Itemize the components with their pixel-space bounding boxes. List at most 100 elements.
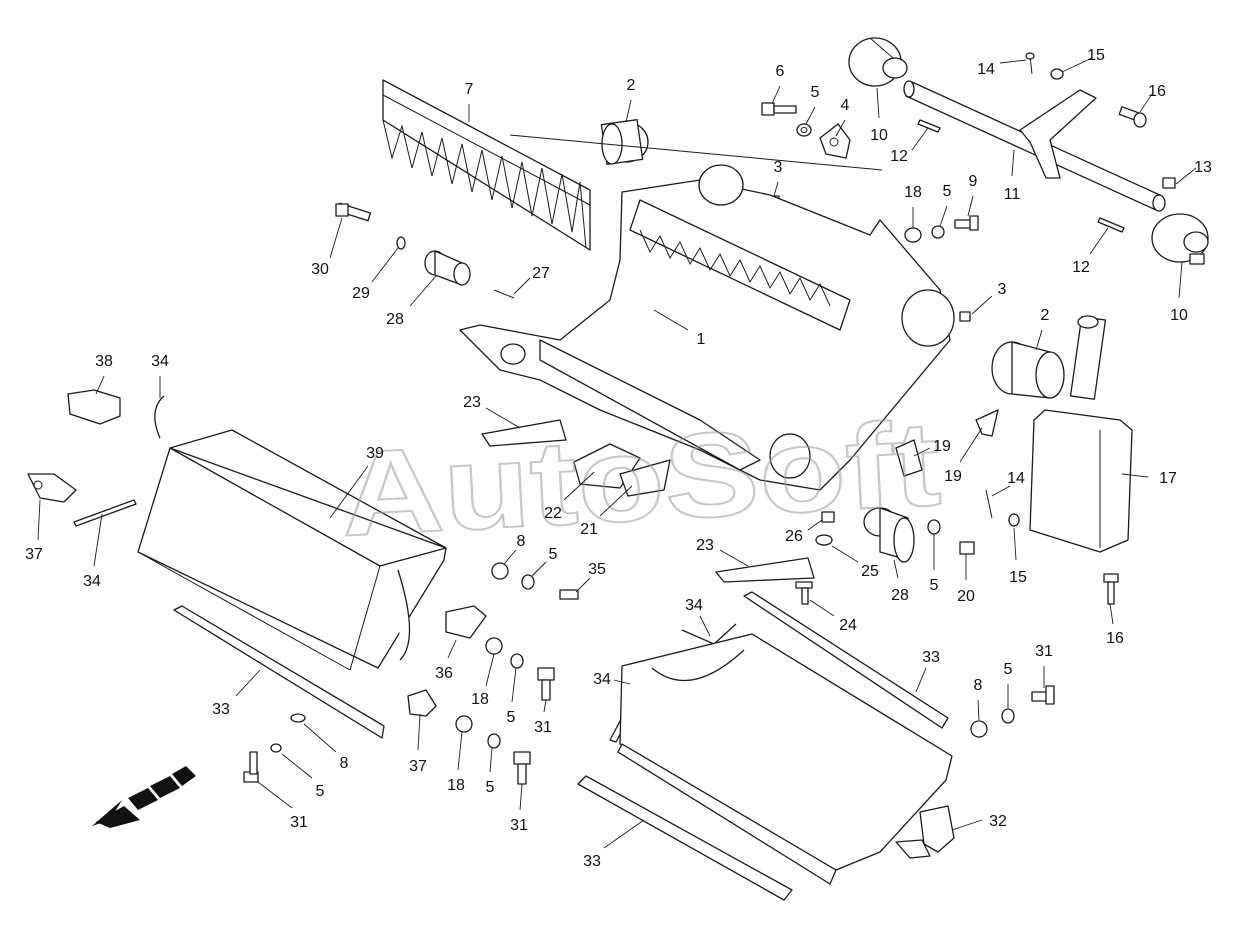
callout-number: 20 bbox=[957, 588, 975, 605]
callout-c5f: 5 bbox=[1004, 661, 1013, 708]
part-1-main-frame bbox=[459, 134, 955, 491]
leader-line bbox=[991, 485, 1011, 497]
part-19-clip-a bbox=[895, 439, 923, 477]
callout-number: 10 bbox=[1170, 307, 1188, 324]
callout-c24: 24 bbox=[809, 599, 857, 634]
part-36-bracket bbox=[445, 605, 487, 639]
part-17-actuator bbox=[1029, 315, 1133, 553]
watermark-text: AutoSoft bbox=[337, 396, 943, 561]
callout-c16a: 16 bbox=[1139, 83, 1166, 113]
callout-c14a: 14 bbox=[977, 59, 1027, 78]
part-9-bolt bbox=[954, 215, 979, 231]
callout-number: 21 bbox=[580, 521, 598, 538]
part-20-bolt bbox=[959, 541, 975, 555]
callout-c20: 20 bbox=[957, 554, 975, 605]
leader-line bbox=[513, 277, 531, 295]
part-33-strip-bottom bbox=[577, 775, 793, 901]
callout-c37b: 37 bbox=[409, 713, 427, 775]
leader-line bbox=[913, 447, 931, 457]
callout-c35: 35 bbox=[575, 561, 606, 593]
callout-c19a: 19 bbox=[913, 438, 951, 457]
part-37-bracket-bottom bbox=[407, 689, 437, 717]
callout-number: 19 bbox=[933, 438, 951, 455]
callout-number: 30 bbox=[311, 261, 329, 278]
callout-number: 29 bbox=[352, 285, 370, 302]
callout-number: 34 bbox=[593, 671, 611, 688]
callout-number: 23 bbox=[463, 394, 481, 411]
part-5-washer-right bbox=[931, 225, 945, 239]
callout-number: 15 bbox=[1009, 569, 1027, 586]
callout-c6: 6 bbox=[771, 63, 785, 105]
callout-c2b: 2 bbox=[1035, 307, 1050, 351]
callout-number: 33 bbox=[583, 853, 601, 870]
part-31-bolt-mid bbox=[537, 667, 555, 701]
callout-number: 3 bbox=[774, 159, 783, 176]
callout-c3a: 3 bbox=[774, 159, 783, 197]
callout-number: 31 bbox=[290, 814, 308, 831]
leader-line bbox=[543, 699, 547, 713]
part-23-plate-top bbox=[481, 419, 567, 447]
part-33-strip-right-top bbox=[743, 591, 949, 729]
leader-line bbox=[1139, 93, 1153, 113]
part-24-bolt bbox=[795, 581, 813, 605]
leader-line bbox=[1035, 329, 1043, 351]
callout-c26: 26 bbox=[785, 519, 823, 545]
callout-number: 28 bbox=[386, 311, 404, 328]
callout-c12b: 12 bbox=[1072, 227, 1109, 276]
leader-line bbox=[281, 753, 313, 779]
callout-c2a: 2 bbox=[625, 77, 636, 123]
leader-line bbox=[235, 669, 261, 697]
direction-arrow-icon bbox=[92, 766, 196, 828]
callout-c15a: 15 bbox=[1061, 47, 1105, 73]
part-34-strip-left bbox=[73, 499, 137, 527]
part-34-clip-left bbox=[154, 395, 165, 439]
leader-line bbox=[329, 465, 369, 519]
part-28-bushing-left bbox=[424, 250, 471, 286]
part-14-pin-bottom bbox=[985, 489, 993, 519]
callout-c1: 1 bbox=[653, 309, 706, 348]
callout-number: 32 bbox=[989, 813, 1007, 830]
callout-number: 18 bbox=[447, 777, 465, 794]
callout-c34b: 34 bbox=[83, 513, 103, 590]
callout-c28b: 28 bbox=[891, 559, 909, 604]
leader-line bbox=[1109, 603, 1114, 625]
part-25-washer bbox=[815, 534, 833, 546]
leader-line bbox=[831, 545, 859, 563]
callout-c8b: 8 bbox=[974, 677, 983, 721]
callout-c5c: 5 bbox=[531, 546, 558, 577]
leader-line bbox=[37, 499, 41, 541]
leader-line bbox=[599, 485, 633, 517]
leader-line bbox=[447, 639, 457, 659]
leader-line bbox=[417, 713, 421, 751]
callout-number: 5 bbox=[486, 779, 495, 796]
callout-c34d: 34 bbox=[593, 671, 631, 688]
part-2-sleeve-top bbox=[600, 119, 649, 165]
leader-line bbox=[1089, 227, 1109, 255]
callout-c14b: 14 bbox=[991, 470, 1025, 497]
part-5-washer-mid bbox=[510, 653, 524, 669]
leader-line bbox=[893, 559, 899, 579]
callout-number: 25 bbox=[861, 563, 879, 580]
callout-c28a: 28 bbox=[386, 275, 437, 328]
callout-c29: 29 bbox=[352, 247, 399, 302]
leader-line bbox=[959, 427, 983, 463]
part-38-bracket bbox=[67, 389, 121, 425]
leader-line bbox=[625, 99, 632, 123]
part-23-plate-bottom bbox=[715, 557, 815, 583]
leader-line bbox=[371, 247, 399, 283]
callout-c31c: 31 bbox=[257, 781, 308, 831]
callout-c18b: 18 bbox=[471, 653, 495, 708]
callout-number: 5 bbox=[811, 84, 820, 101]
part-5-washer-bottom-left bbox=[270, 743, 282, 753]
leader-line bbox=[1013, 527, 1017, 561]
callout-c8a: 8 bbox=[503, 533, 526, 565]
leader-line bbox=[939, 205, 948, 227]
callout-c18c: 18 bbox=[447, 731, 465, 794]
part-31-bolt-bottom-left bbox=[243, 751, 259, 783]
callout-c5e: 5 bbox=[507, 667, 517, 726]
callout-number: 27 bbox=[532, 265, 550, 282]
callout-number: 11 bbox=[1004, 186, 1021, 203]
part-4-bracket bbox=[819, 123, 851, 159]
callout-number: 5 bbox=[1004, 661, 1013, 678]
